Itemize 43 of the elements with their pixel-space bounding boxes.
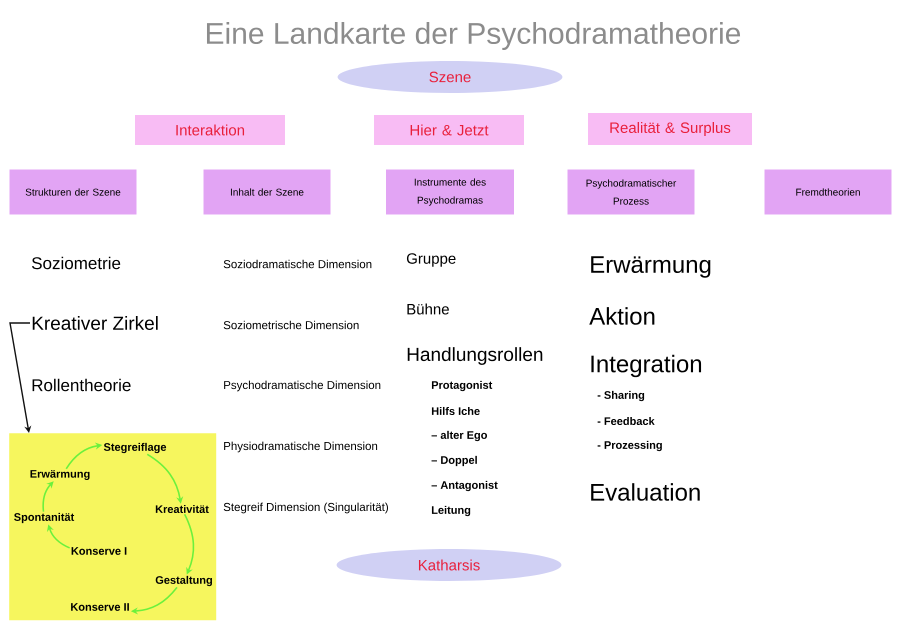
cycle-step: Kreativität <box>156 504 209 514</box>
list-item: - Prozessing <box>598 440 662 452</box>
heading-text: Soziometrische Dimension <box>224 320 359 330</box>
ellipse-node: Szene <box>338 61 562 93</box>
category-box: Instrumente des Psychodramas <box>386 170 514 214</box>
cycle-step: Gestaltung <box>156 576 212 586</box>
title: Eine Landkarte der Psychodramatheorie <box>206 22 740 50</box>
cycle-step: Spontanität <box>14 512 74 524</box>
heading-text: Stegreif Dimension (Singularität) <box>224 502 388 514</box>
topic-box: Realität & Surplus <box>588 113 752 145</box>
heading-text: Evaluation <box>591 483 700 501</box>
topic-box: Interaktion <box>135 115 285 145</box>
list-item: – alter Ego <box>432 430 487 442</box>
heading-text: Gruppe <box>406 253 456 267</box>
list-item: Leitung <box>432 506 470 516</box>
heading-text: Psychodramatische Dimension <box>224 380 380 392</box>
cycle-step: Stegreiflage <box>104 442 166 454</box>
heading-text: Aktion <box>589 307 654 325</box>
list-item: - Sharing <box>598 390 644 402</box>
list-item: – Antagonist <box>432 480 498 492</box>
category-box: Psychodramatischer Prozess <box>568 170 694 214</box>
heading-text: Integration <box>591 354 702 378</box>
category-box: Strukturen der Szene <box>10 170 136 214</box>
list-item: - Feedback <box>598 416 655 426</box>
list-item: Protagonist <box>432 380 492 392</box>
heading-text: Bühne <box>407 303 449 314</box>
cycle-step: Konserve II <box>71 603 129 611</box>
cycle-step: Erwärmung <box>30 470 90 480</box>
category-box: Inhalt der Szene <box>204 170 330 214</box>
topic-box: Hier & Jetzt <box>374 115 524 145</box>
heading-text: Erwärmung <box>591 256 710 278</box>
heading-text: Soziodramatische Dimension <box>224 260 372 268</box>
cycle-area <box>9 433 216 620</box>
heading-text: Rollentheorie <box>32 378 131 392</box>
category-box: Fremdtheorien <box>764 170 892 214</box>
list-item: Hilfs Iche <box>432 406 480 416</box>
heading-text: Soziometrie <box>32 256 120 270</box>
ellipse-node: Katharsis <box>336 549 562 581</box>
node-text: Kreativer Zirkel <box>32 316 158 330</box>
list-item: – Doppel <box>432 456 477 466</box>
heading-text: Physiodramatische Dimension <box>224 442 378 452</box>
heading-text: Handlungsrollen <box>408 347 542 365</box>
cycle-step: Konserve I <box>72 547 126 555</box>
